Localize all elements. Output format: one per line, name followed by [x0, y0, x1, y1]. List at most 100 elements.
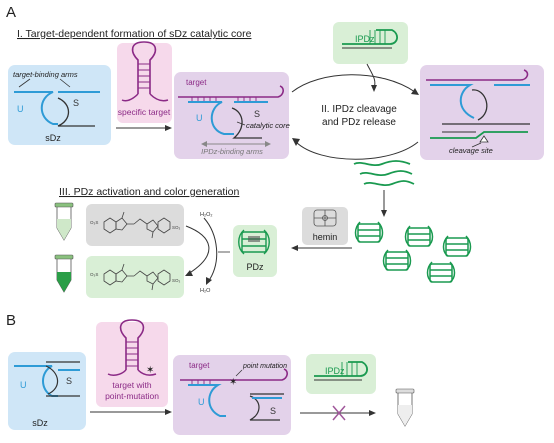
specific-target-box: [117, 43, 172, 123]
ipdz-b-pairs: [341, 362, 358, 376]
abts-so3-left: O₃S: [90, 220, 98, 225]
ipdz-arms-left: [201, 141, 207, 147]
core-pointer: [236, 121, 246, 126]
failed-target-strand: [180, 368, 288, 381]
arrowhead: [369, 410, 376, 416]
sdz-u-strand: [14, 91, 58, 125]
target-hairpin-pairs: [138, 63, 150, 89]
target-tails: [121, 93, 169, 102]
complex-target-strand: [178, 85, 284, 98]
arms-pointer: [18, 78, 31, 88]
target-hairpin-icon: [131, 41, 157, 94]
arrowhead: [165, 409, 172, 415]
arrowhead: [371, 85, 377, 92]
sdz-s-label: S: [73, 98, 79, 108]
sdz-b-s-curve: [45, 365, 59, 395]
cleavage-box: [420, 65, 544, 160]
pdz-hemin-icon: [248, 236, 260, 242]
arrowhead: [206, 277, 212, 285]
hemin-structure-icon: [313, 209, 337, 227]
ipdz-binding-arms-label: IPDz-binding arms: [201, 147, 263, 156]
tube-after-icon: [54, 254, 74, 293]
cleavage-site-marker: [479, 135, 489, 143]
mutant-tails: [107, 369, 157, 376]
section-3-title: III. PDz activation and color generation: [59, 186, 240, 198]
panel-b-letter: B: [6, 312, 16, 329]
arrowhead: [381, 210, 387, 217]
complex-target-label: target: [186, 78, 207, 87]
arrowhead: [291, 245, 298, 251]
ipdz-arms-right: [265, 141, 271, 147]
section-2-title-line1: II. IPDz cleavage: [321, 104, 397, 115]
cleavage-s-strand: [471, 89, 488, 121]
pdz-label: PDz: [246, 262, 264, 272]
target-binding-arms-label: target-binding arms: [13, 70, 78, 79]
panel-a-letter: A: [6, 4, 16, 21]
cycle-arrow-top: [291, 74, 416, 93]
ipdz-box-b: [306, 354, 376, 394]
h2o-label: H₂O: [200, 288, 211, 294]
mutation-star-b-icon: ✶: [229, 377, 237, 388]
cleavage-u-strand: [430, 84, 530, 119]
arms-pointer-2: [59, 78, 71, 88]
catalytic-core-label: catalytic core: [246, 121, 290, 130]
complex-box: [174, 72, 289, 159]
failed-target-label: target: [189, 361, 210, 370]
sdz-b-u-label: U: [20, 380, 27, 390]
arrowhead: [185, 270, 193, 276]
complex-s-label: S: [254, 109, 260, 119]
mutation-star-icon: ✶: [146, 365, 154, 376]
sdz-b-s-label: S: [66, 376, 72, 386]
section-2-title-line2: and PDz release: [322, 117, 396, 128]
ipdz-b-label: IPDz: [325, 366, 345, 376]
cleavage-pointer: [471, 142, 482, 148]
ipdz-label: IPDz: [355, 34, 375, 44]
mutant-target-box: [96, 322, 168, 407]
ipdz-pairs: [369, 30, 386, 44]
complex-u-strand: [188, 101, 234, 135]
ipdz-b-strand-icon: [314, 361, 368, 377]
abts-ox-so3-left: O₃S: [90, 272, 98, 277]
arrowhead: [292, 138, 300, 146]
tube-no-color-icon: [395, 388, 415, 427]
cleavage-site-label: cleavage site: [449, 146, 493, 155]
arrowhead: [411, 88, 419, 95]
section-1-title: I. Target-dependent formation of sDz cat…: [17, 28, 252, 40]
sdz-b-s-arms: [46, 361, 80, 397]
mutation-pointer: [235, 369, 243, 377]
tube-before-icon: [54, 202, 74, 241]
failed-u-label: U: [198, 397, 205, 407]
failed-s-label: S: [270, 406, 276, 416]
abts-ox-so3-right: SO₃: [172, 278, 181, 283]
hemin-label: hemin: [313, 232, 338, 242]
sdz-box: [8, 65, 111, 145]
h2o2-label: H₂O₂: [200, 212, 213, 218]
reaction-arrow-abts: [185, 225, 210, 275]
g-quadruplex-cluster: [354, 221, 472, 283]
abts-so3-right: SO₃: [172, 225, 181, 230]
abts-reduced-structure: [103, 211, 171, 239]
abts-oxidized-box: [86, 256, 184, 298]
ipdz-box: [333, 22, 408, 64]
sdz-b-label: sDz: [32, 418, 48, 428]
sdz-u-label: U: [17, 104, 24, 114]
cleavage-target-strand: [426, 69, 529, 81]
complex-s-strand: [231, 107, 262, 139]
point-mutation-label: point mutation: [242, 363, 287, 370]
target-with-label-line2: point-mutation: [105, 391, 159, 401]
complex-u-label: U: [196, 113, 203, 123]
mutant-hairpin-icon: [119, 319, 145, 370]
reaction-arrow-h2o2: [203, 217, 218, 283]
sdz-label: sDz: [45, 133, 61, 143]
abts-oxidized-structure: [103, 263, 171, 291]
ipdz-strand-icon: [342, 29, 398, 45]
mutant-hairpin-pairs: [126, 341, 138, 367]
released-pdz-strands: [353, 160, 415, 187]
failed-u-strand: [188, 384, 226, 417]
cycle-arrow-bottom: [295, 141, 419, 160]
blocked-cross-icon: [332, 405, 346, 421]
sdz-s-strand: [57, 97, 95, 127]
abts-reduced-box: [86, 204, 184, 246]
arrowhead: [165, 125, 172, 131]
